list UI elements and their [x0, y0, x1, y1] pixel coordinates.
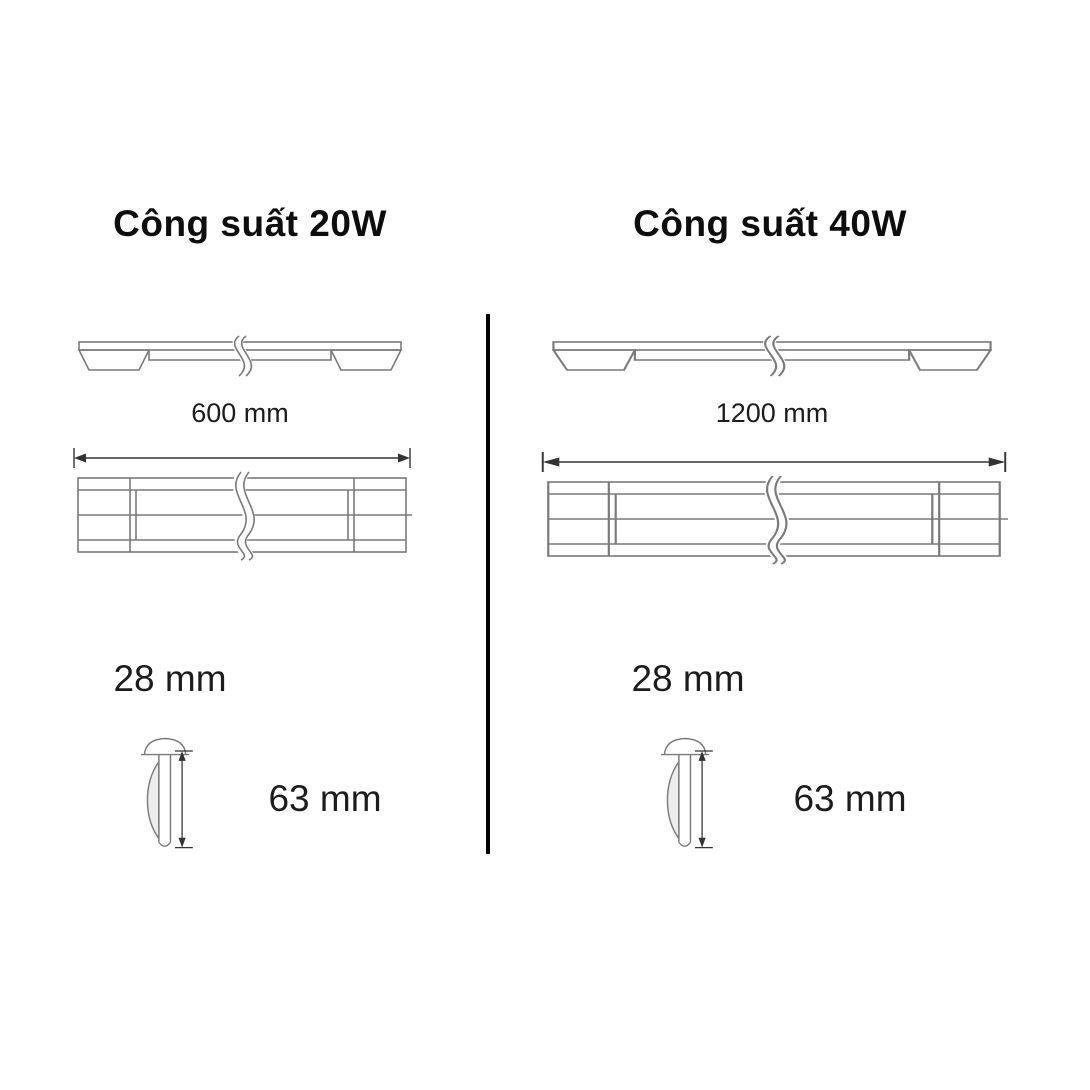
side-view-drawing-20w [77, 332, 403, 380]
front-view-drawing-40w [541, 452, 1008, 569]
height-label-40w: 63 mm [793, 778, 907, 819]
height-dimension-line [694, 750, 713, 849]
length-dimension-line [541, 452, 1007, 472]
cross-section-outline [660, 737, 710, 847]
column-title-20w: Công suất 20W [113, 203, 387, 244]
column-title-40w: Công suất 40W [633, 203, 907, 244]
column-divider [486, 314, 490, 854]
height-dimension-line [174, 750, 193, 849]
length-label-20w: 600 mm [191, 398, 289, 428]
break-symbol [764, 473, 790, 569]
length-label-40w: 1200 mm [715, 398, 829, 428]
cross-section-drawing-20w [140, 737, 193, 849]
width-label-20w: 28 mm [113, 658, 227, 699]
cross-section-drawing-40w [660, 737, 713, 849]
side-view-drawing-40w [551, 332, 993, 379]
cross-section-outline [140, 737, 190, 847]
front-view-drawing-20w [73, 448, 412, 566]
length-dimension-line [73, 448, 411, 468]
break-symbol [232, 468, 256, 566]
break-symbol [232, 332, 253, 380]
height-label-20w: 63 mm [268, 778, 382, 819]
width-label-40w: 28 mm [631, 658, 745, 699]
break-symbol [763, 332, 787, 379]
